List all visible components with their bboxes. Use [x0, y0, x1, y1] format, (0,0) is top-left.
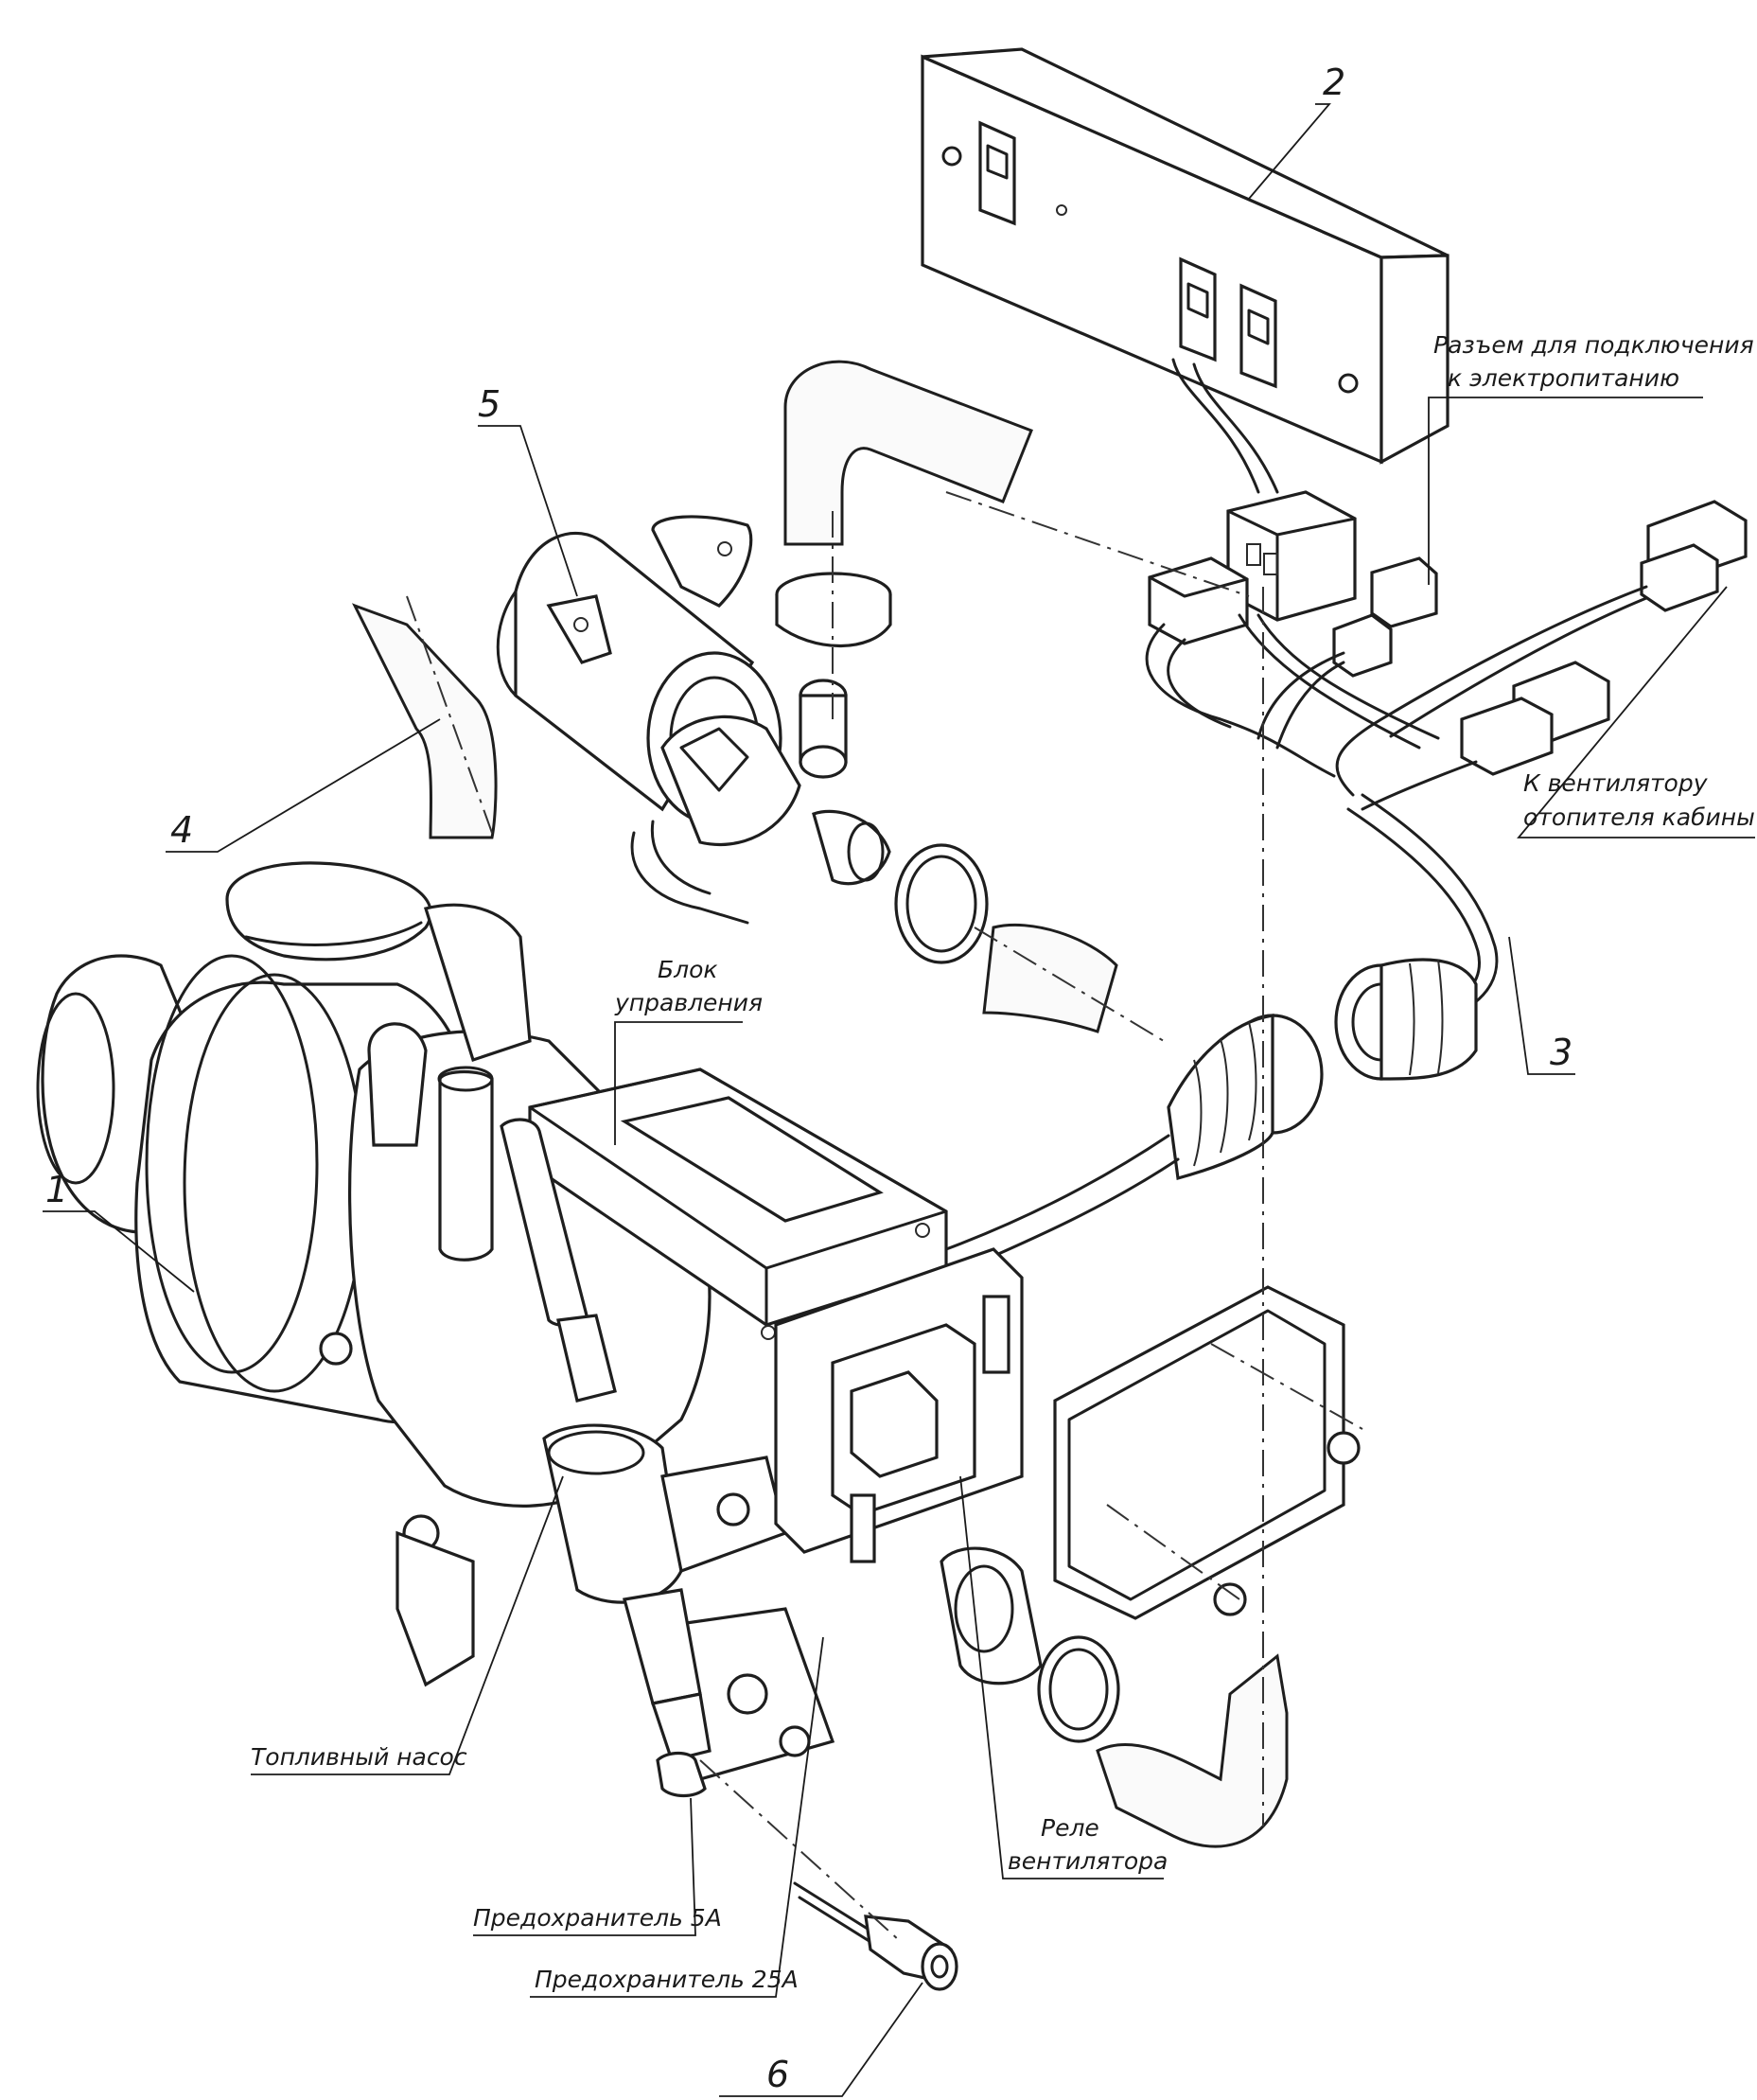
label-fan-line2: отопителя кабины: [1523, 803, 1755, 831]
text-labels: Разъем для подключения к электропитанию …: [251, 331, 1755, 1993]
callout-5: 5: [478, 383, 501, 425]
callout-1: 1: [45, 1169, 68, 1210]
fuel-pump: [500, 1118, 787, 1798]
power-supply-connector: [1332, 556, 1438, 678]
wiring-grommet: [1334, 958, 1478, 1081]
control-panel: [921, 47, 1450, 494]
callout-numbers: 2 5 4 3 1 6: [45, 62, 1573, 2095]
wiring-boot: [1167, 1014, 1324, 1181]
water-pump: [496, 515, 989, 964]
label-fan-relay-line2: вентилятора: [1008, 1847, 1168, 1875]
callout-4: 4: [170, 809, 193, 851]
label-fuel-pump: Топливный насос: [251, 1743, 467, 1771]
callout-2: 2: [1323, 62, 1345, 103]
wiring-harness: [944, 490, 1748, 1275]
panel-switch-3: [1239, 283, 1277, 389]
label-power-connector-line1: Разъем для подключения: [1433, 331, 1754, 359]
label-control-unit-line1: Блок: [658, 956, 718, 983]
leader-lines: [43, 103, 1755, 2097]
label-fan-relay-line1: Реле: [1041, 1814, 1099, 1842]
label-fan-line1: К вентилятору: [1523, 769, 1709, 797]
coolant-hoses: [351, 360, 1289, 1848]
fan-connector-mid: [1460, 661, 1610, 776]
panel-switch-2: [1179, 256, 1217, 362]
assembly-centerlines: [406, 491, 1363, 1941]
outlet-pipe: [940, 1546, 1120, 1743]
callout-6: 6: [766, 2054, 789, 2095]
label-control-unit-line2: управления: [614, 989, 763, 1016]
panel-switch-1: [978, 120, 1016, 226]
harness-connector-left: [1148, 556, 1249, 645]
label-fuse-5a: Предохранитель 5А: [473, 1904, 722, 1932]
fan-connector-right: [1640, 500, 1748, 612]
hose-clamp-upper: [894, 843, 989, 964]
glow-plug: [793, 1881, 958, 1991]
callout-3: 3: [1550, 1032, 1573, 1073]
right-cover: [1053, 1285, 1361, 1620]
label-fuse-25a: Предохранитель 25А: [535, 1966, 799, 1993]
label-power-connector-line2: к электропитанию: [1448, 364, 1679, 392]
